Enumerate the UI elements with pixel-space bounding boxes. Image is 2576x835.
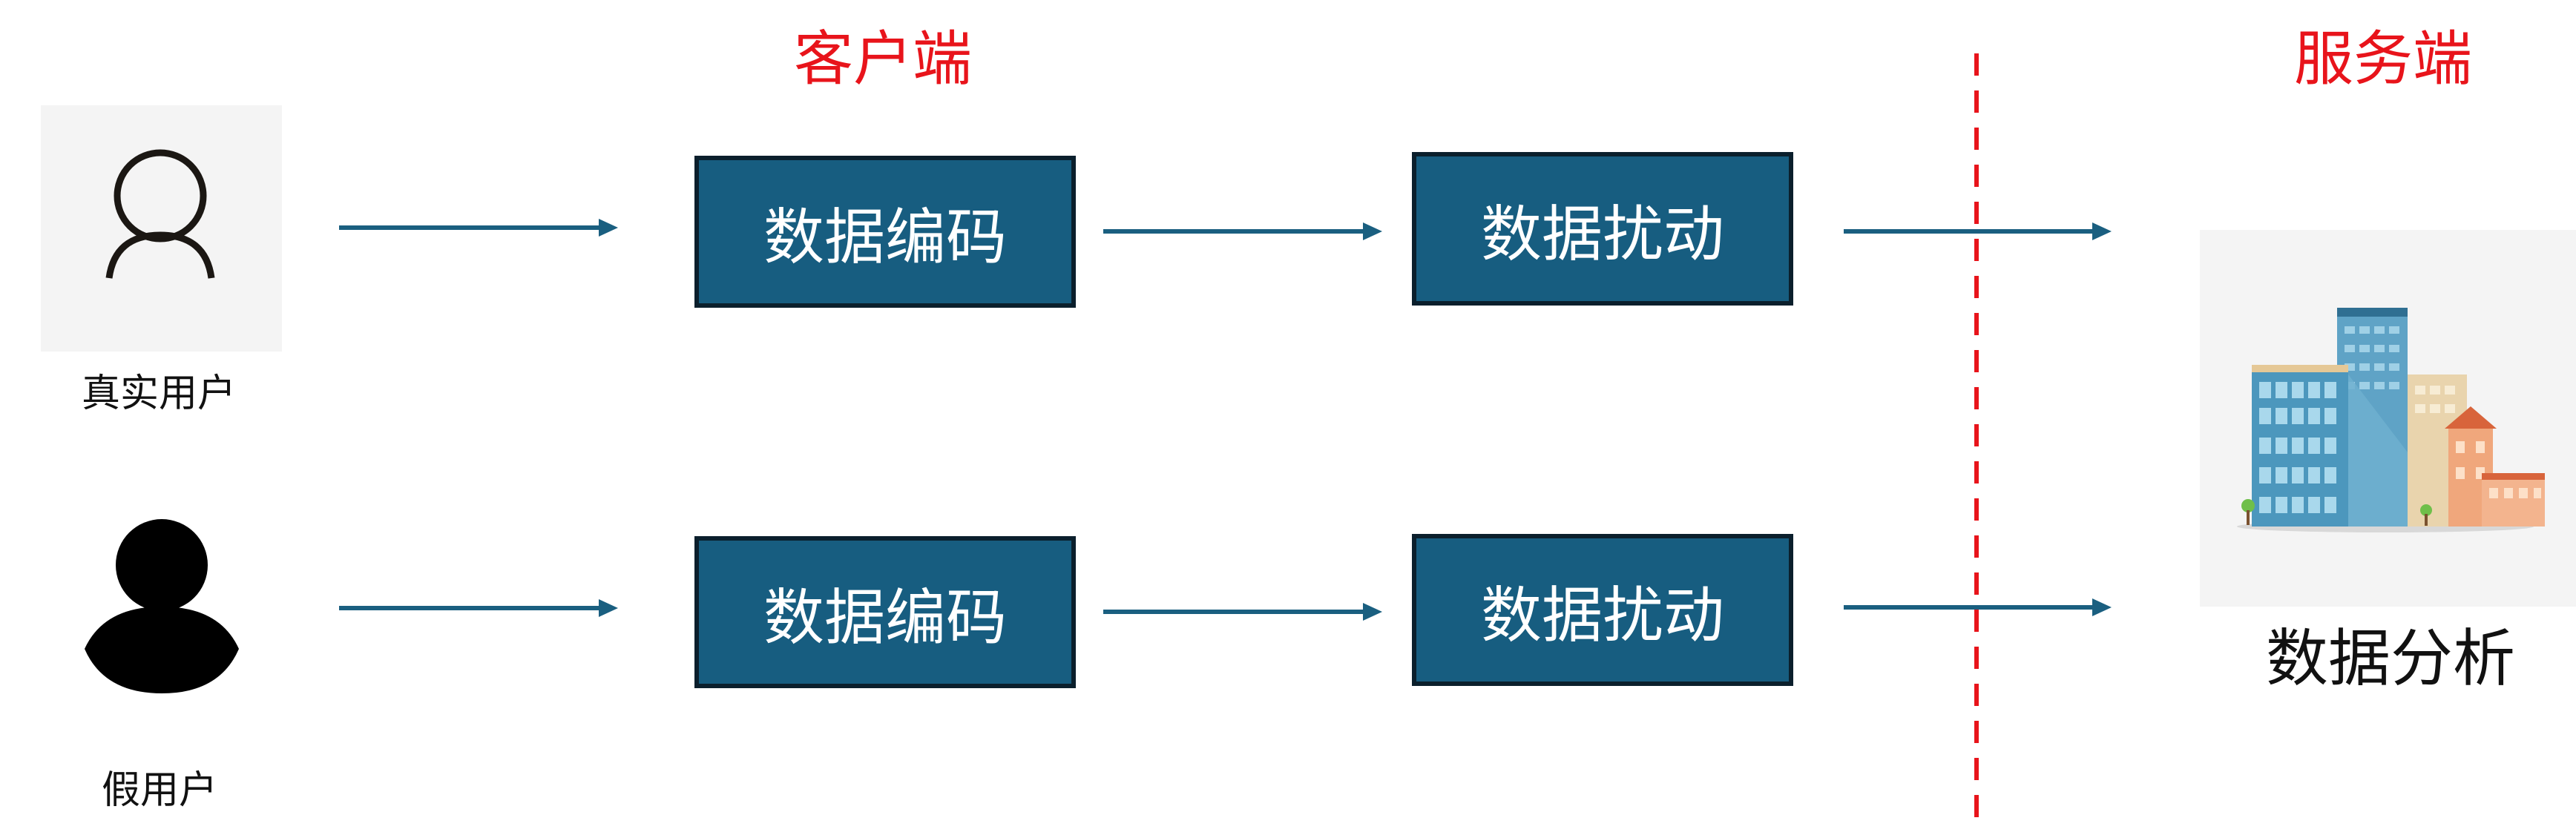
arrow-user-to-encode-1 [339, 219, 618, 237]
real-user-label: 真实用户 [82, 372, 237, 416]
real-user-panel [41, 105, 282, 352]
encode-box-2: 数据编码 [694, 536, 1076, 688]
arrow-perturb-to-server-1 [1844, 222, 2112, 240]
client-heading: 客户端 [794, 24, 972, 93]
analysis-label: 数据分析 [2266, 622, 2516, 695]
perturb-box-1: 数据扰动 [1412, 152, 1793, 306]
user-outline-icon [105, 149, 215, 279]
client-server-divider [1974, 53, 1979, 832]
fake-user-label: 假用户 [102, 768, 218, 813]
city-buildings-icon [2237, 308, 2545, 532]
encode-box-1: 数据编码 [694, 156, 1076, 308]
server-icon-panel [2200, 230, 2576, 607]
arrow-encode-to-perturb-1 [1103, 222, 1382, 240]
perturb-box-2: 数据扰动 [1412, 534, 1793, 686]
arrow-encode-to-perturb-2 [1103, 603, 1382, 621]
arrow-user-to-encode-2 [339, 599, 618, 617]
user-filled-icon [85, 519, 239, 693]
arrow-perturb-to-server-2 [1844, 598, 2112, 616]
server-heading: 服务端 [2294, 24, 2472, 93]
